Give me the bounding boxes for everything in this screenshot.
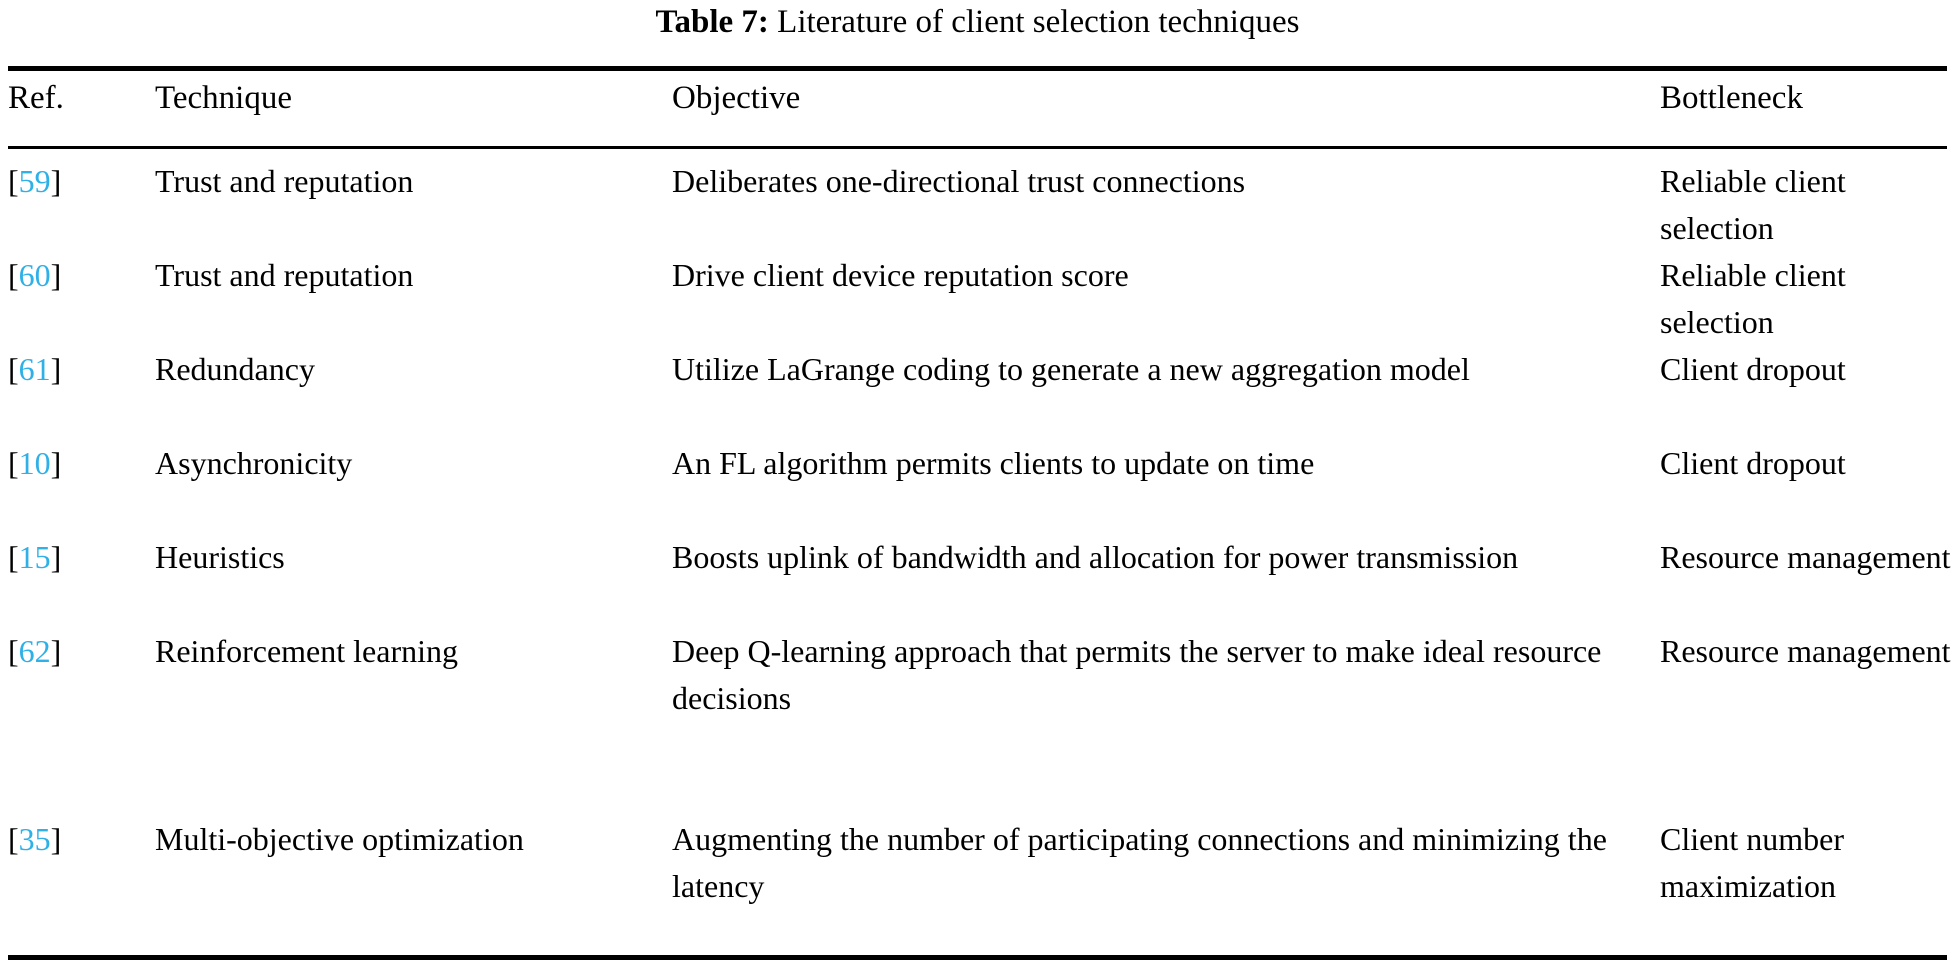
column-header-objective: Objective xyxy=(672,80,801,116)
cell-bottleneck: Resource management xyxy=(1660,633,1951,669)
table-caption-text: Literature of client selection technique… xyxy=(777,4,1300,40)
citation-bracket-open: [ xyxy=(8,445,19,481)
citation-number[interactable]: 59 xyxy=(18,163,51,199)
citation-bracket-close: ] xyxy=(50,163,62,199)
cell-technique: Trust and reputation xyxy=(155,163,414,199)
citation-bracket-close: ] xyxy=(50,539,62,575)
citation-bracket-open: [ xyxy=(8,163,19,199)
cell-bottleneck: Client dropout xyxy=(1660,445,1846,481)
cell-objective: An FL algorithm permits clients to updat… xyxy=(672,445,1315,481)
cell-technique: Trust and reputation xyxy=(155,257,414,293)
cell-technique: Heuristics xyxy=(155,539,285,575)
cell-objective: Deep Q-learning approach that permits th… xyxy=(672,633,1602,716)
table-caption: Table 7: Literature of client selection … xyxy=(0,0,1955,44)
citation-bracket-close: ] xyxy=(50,821,62,857)
cell-technique: Reinforcement learning xyxy=(155,633,458,669)
cell-bottleneck: Client dropout xyxy=(1660,351,1846,387)
citation-bracket-close: ] xyxy=(50,445,62,481)
cell-objective: Boosts uplink of bandwidth and allocatio… xyxy=(672,539,1519,575)
cell-objective: Deliberates one-directional trust connec… xyxy=(672,163,1246,199)
cell-bottleneck: Resource management xyxy=(1660,539,1951,575)
citation-ref[interactable]: [10] xyxy=(8,440,148,487)
citation-bracket-close: ] xyxy=(50,257,62,293)
column-header-technique: Technique xyxy=(155,80,292,116)
cell-technique: Multi-objective optimization xyxy=(155,821,524,857)
column-header-bottleneck: Bottleneck xyxy=(1660,80,1803,116)
cell-technique: Redundancy xyxy=(155,351,315,387)
citation-ref[interactable]: [35] xyxy=(8,816,148,863)
table-bottom-rule xyxy=(8,955,1947,960)
cell-bottleneck: Client number maximization xyxy=(1660,821,1844,904)
citation-ref[interactable]: [60] xyxy=(8,252,148,299)
cell-bottleneck: Reliable client selection xyxy=(1660,257,1846,340)
citation-number[interactable]: 10 xyxy=(18,445,51,481)
citation-bracket-open: [ xyxy=(8,257,19,293)
citation-ref[interactable]: [61] xyxy=(8,346,148,393)
table-top-rule xyxy=(8,66,1947,71)
citation-number[interactable]: 15 xyxy=(18,539,51,575)
cell-technique: Asynchronicity xyxy=(155,445,353,481)
citation-ref[interactable]: [62] xyxy=(8,628,148,675)
citation-number[interactable]: 61 xyxy=(18,351,51,387)
citation-number[interactable]: 60 xyxy=(18,257,51,293)
citation-bracket-open: [ xyxy=(8,539,19,575)
citation-bracket-close: ] xyxy=(50,351,62,387)
cell-objective: Augmenting the number of participating c… xyxy=(672,821,1607,904)
cell-objective: Drive client device reputation score xyxy=(672,257,1129,293)
table-header-rule xyxy=(8,146,1947,149)
citation-ref[interactable]: [15] xyxy=(8,534,148,581)
citation-ref[interactable]: [59] xyxy=(8,158,148,205)
citation-bracket-close: ] xyxy=(50,633,62,669)
citation-bracket-open: [ xyxy=(8,351,19,387)
citation-number[interactable]: 35 xyxy=(18,821,51,857)
column-header-ref: Ref. xyxy=(8,80,64,116)
citation-bracket-open: [ xyxy=(8,633,19,669)
table-caption-label: Table 7: xyxy=(655,4,769,40)
cell-objective: Utilize LaGrange coding to generate a ne… xyxy=(672,351,1470,387)
citation-number[interactable]: 62 xyxy=(18,633,51,669)
cell-bottleneck: Reliable client selection xyxy=(1660,163,1846,246)
citation-bracket-open: [ xyxy=(8,821,19,857)
